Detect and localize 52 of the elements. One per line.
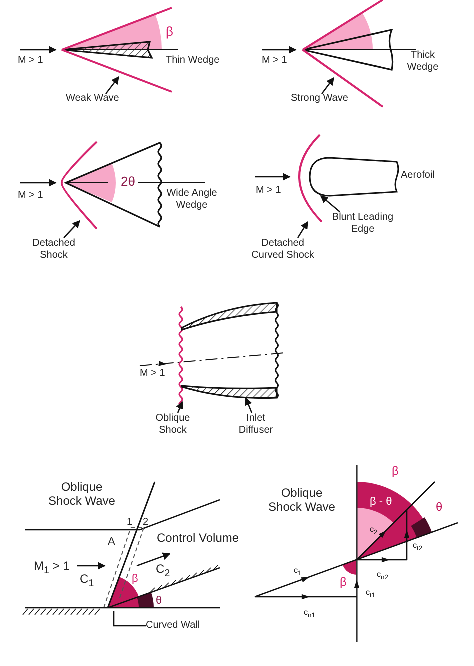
- diagram-label: c$_{1}$: [294, 566, 302, 579]
- callout-text: Curved Wall: [146, 620, 200, 632]
- shock-wave-line: [178, 306, 184, 405]
- diagram-label: c$_{n1}$: [304, 608, 316, 621]
- diagram-label: β: [132, 573, 138, 586]
- diagram-label: Thick Wedge: [406, 50, 440, 74]
- leader-line: [64, 220, 81, 238]
- diagram-label: Wide Angle Wedge: [166, 188, 218, 212]
- callout-text: Detached Curved Shock: [250, 238, 316, 262]
- diagram-label: Control Volume: [157, 531, 240, 546]
- diagram-label: C$_{2}$: [156, 562, 170, 580]
- diagram-label: c$_{2}$: [370, 525, 378, 538]
- aerofoil-drawing: [309, 157, 400, 197]
- diffuser-drawing: [181, 302, 279, 399]
- diagram-label: Aerofoil: [401, 170, 435, 182]
- diagram-label: M$_{1}$ > 1: [34, 559, 70, 578]
- callout-text: Weak Wave: [66, 93, 120, 105]
- shock-wave-line: [298, 134, 323, 223]
- leader-line: [113, 611, 146, 627]
- leader-line: [176, 401, 184, 414]
- diagram-label: M > 1: [256, 185, 282, 197]
- callout-text: Strong Wave: [291, 93, 348, 105]
- diagram-label: β: [166, 24, 174, 40]
- diagram-label: Thin Wedge: [166, 55, 220, 67]
- diagram-label: θ: [156, 595, 162, 608]
- diagram-label: c$_{t1}$: [366, 588, 376, 601]
- callout-text: Detached Shock: [30, 238, 78, 262]
- leader-line: [105, 76, 120, 94]
- callout-text: Oblique Shock: [152, 413, 194, 437]
- diagram-label: M > 1: [262, 55, 288, 67]
- diagram-label: Oblique Shock Wave: [268, 486, 336, 515]
- callout-text: Inlet Diffuser: [234, 413, 278, 437]
- diagram-label: C$_{1}$: [80, 572, 94, 590]
- leader-line: [320, 196, 340, 212]
- diagram-label: Oblique Shock Wave: [48, 480, 116, 509]
- diagram-label: β: [340, 575, 347, 590]
- callout-text: Blunt Leading Edge: [328, 212, 398, 236]
- diagram-label: 1: [127, 517, 133, 529]
- diagram-label: β - θ: [370, 496, 392, 510]
- diagram-label: M > 1: [18, 190, 44, 202]
- leader-line: [245, 398, 253, 414]
- diagram-label: c$_{n2}$: [377, 570, 388, 583]
- diagram-label: c$_{t2}$: [413, 541, 423, 554]
- diagram-label: A: [108, 536, 116, 550]
- diagram-label: M > 1: [18, 55, 44, 67]
- diagram-label: θ: [436, 500, 443, 514]
- leader-line: [297, 221, 309, 238]
- diagram-label: M > 1: [140, 368, 166, 380]
- diagram-label: 2: [143, 517, 149, 529]
- leader-line: [321, 77, 335, 94]
- diagram-label: β: [392, 464, 399, 478]
- diagram-label: 2θ: [121, 174, 136, 190]
